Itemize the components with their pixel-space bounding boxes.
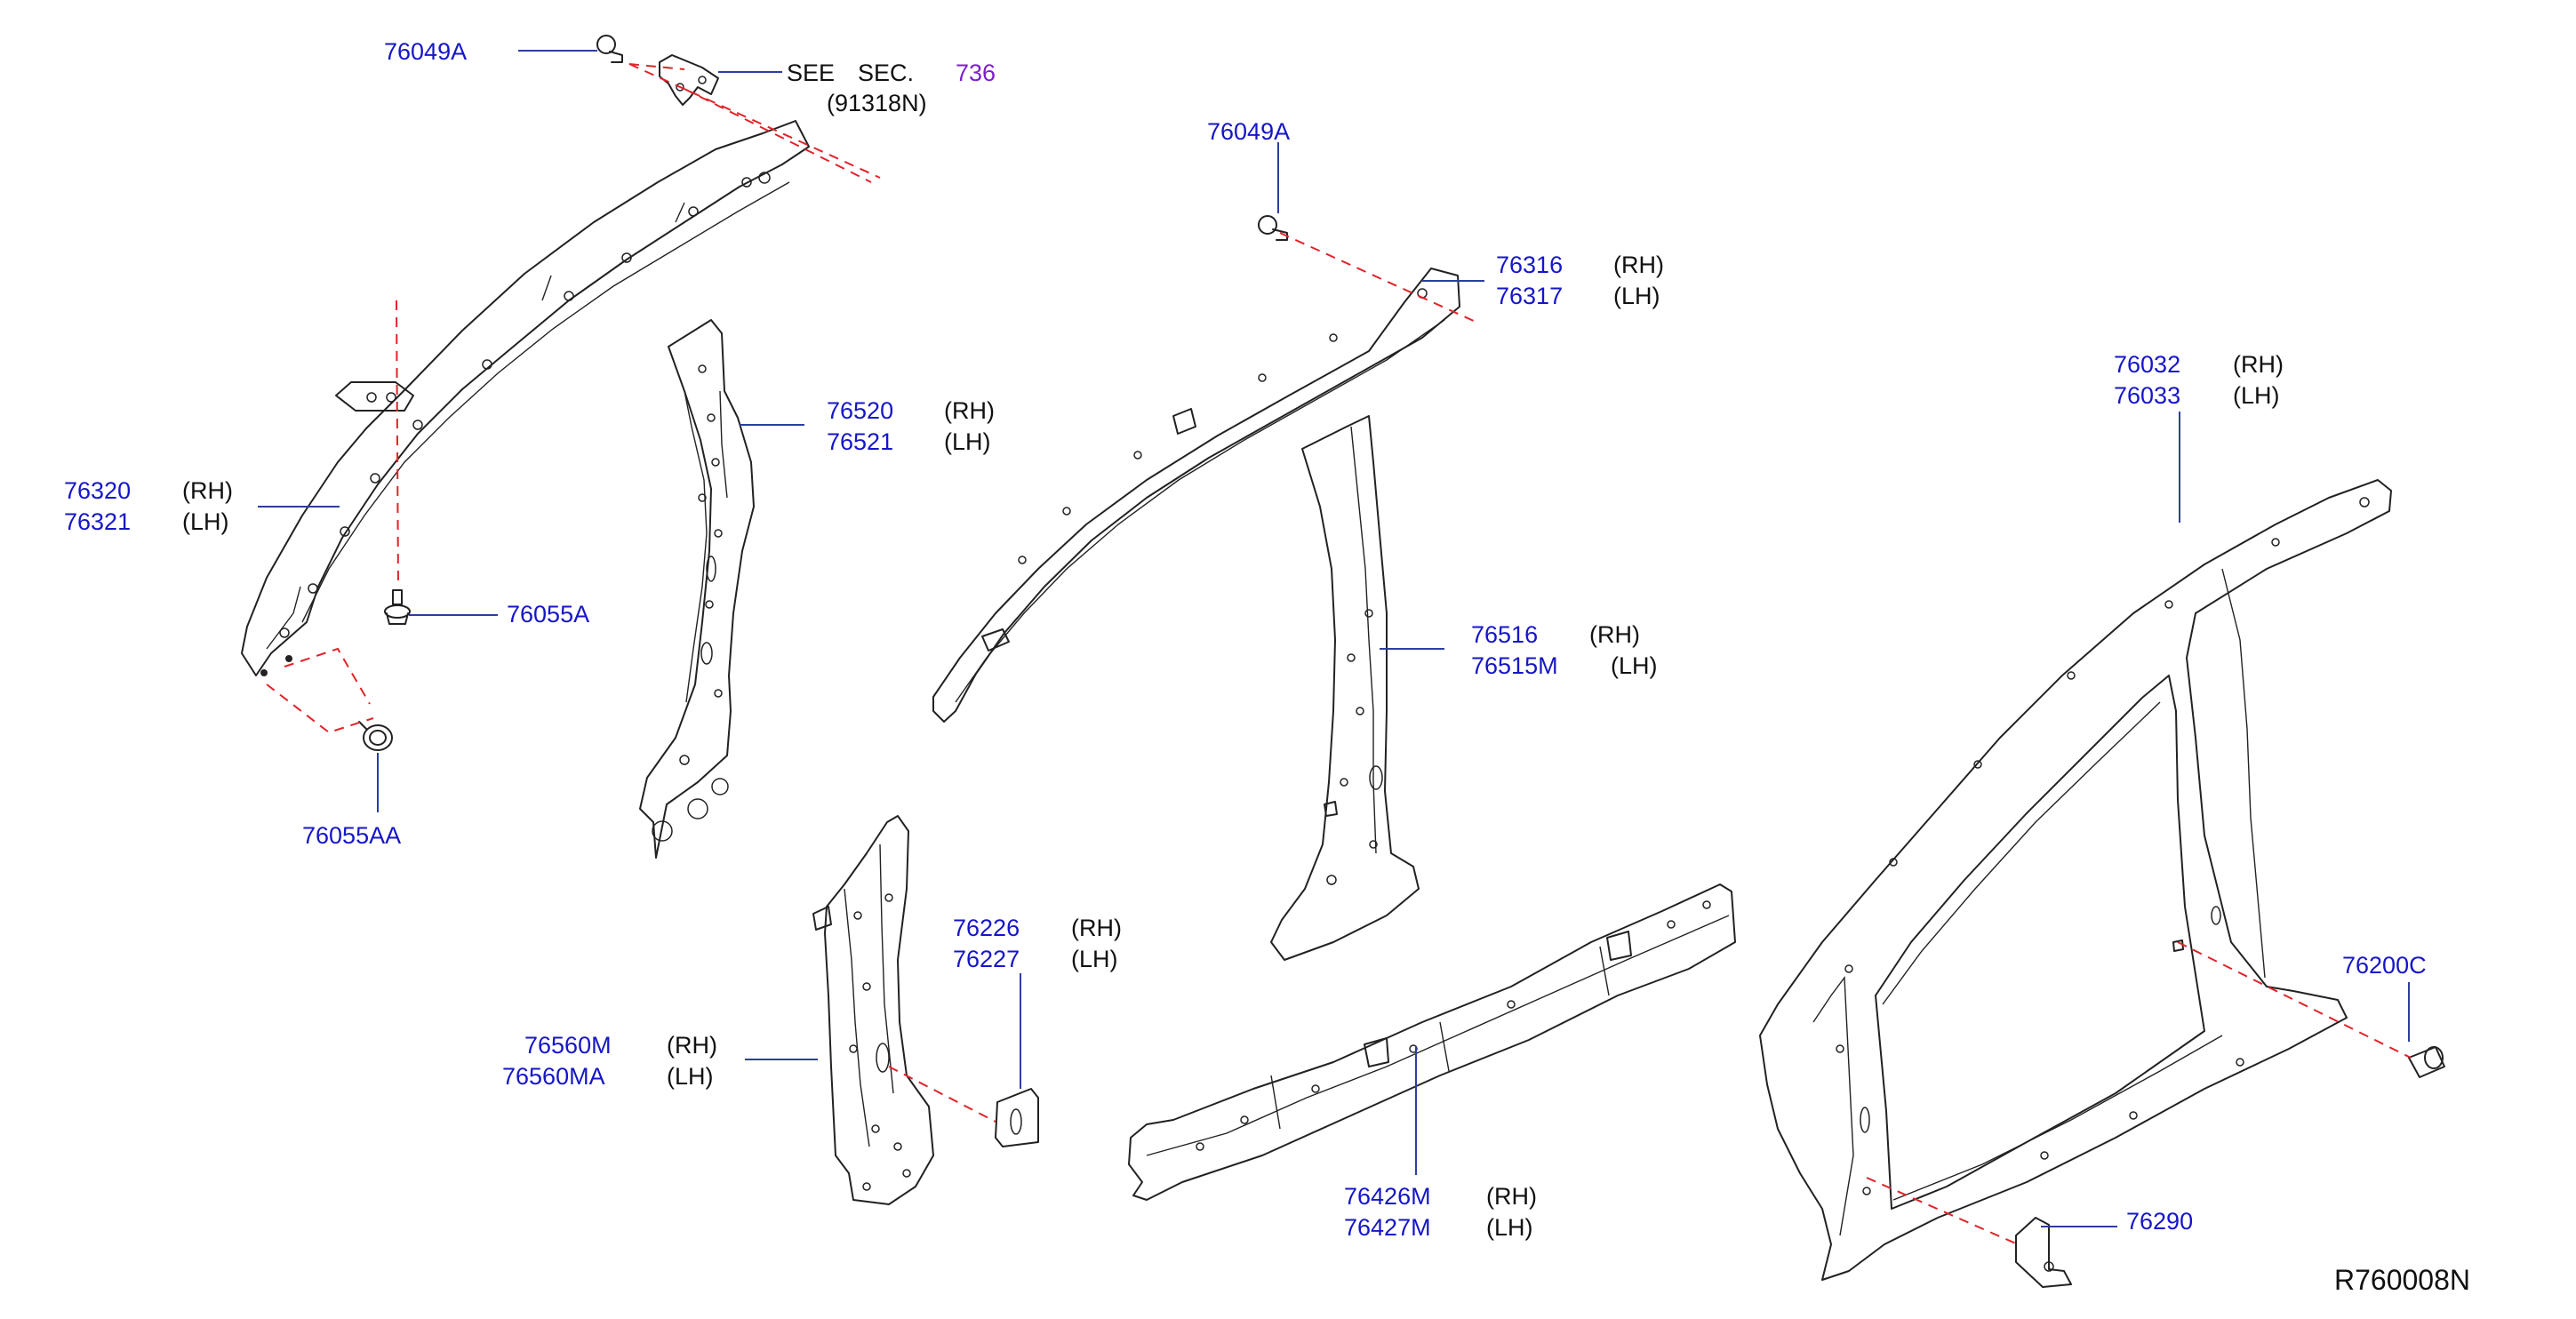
part-number-76055a[interactable]: 76055A — [507, 601, 590, 628]
part-number-76227[interactable]: 76227 — [953, 946, 1020, 972]
part-number-76560ma[interactable]: 76560MA — [502, 1063, 605, 1090]
part-number-76560m[interactable]: 76560M — [524, 1032, 612, 1059]
see-section-link[interactable]: 736 — [956, 60, 996, 86]
part-number-76317[interactable]: 76317 — [1496, 283, 1564, 309]
side-76520: (RH) — [944, 397, 995, 424]
see-section-sec: SEC. — [858, 60, 915, 86]
part-number-76032[interactable]: 76032 — [2114, 351, 2181, 378]
side-76227: (LH) — [1071, 946, 1118, 972]
bolt-76055aa-part — [358, 721, 393, 751]
side-76032: (RH) — [2233, 351, 2284, 378]
part-number-76055aa[interactable]: 76055AA — [302, 822, 402, 849]
part-number-76521[interactable]: 76521 — [827, 428, 894, 455]
side-76226: (RH) — [1071, 915, 1122, 941]
plug-76200c-part — [2408, 1046, 2445, 1078]
assembly-hidden-lines — [266, 63, 2412, 1245]
side-76516: (RH) — [1589, 621, 1640, 648]
part-number-76049a-top[interactable]: 76049A — [384, 38, 468, 65]
bracket-76290-part — [2015, 1217, 2072, 1288]
front-pillar-outer-part — [241, 120, 810, 676]
side-76426m: (RH) — [1486, 1183, 1537, 1210]
diagram-code: R760008N — [2334, 1264, 2470, 1296]
side-76560m: (RH) — [667, 1032, 717, 1059]
side-76316: (RH) — [1613, 252, 1664, 278]
hinge-pillar-part — [812, 815, 934, 1205]
side-76560ma: (LH) — [667, 1063, 714, 1090]
leader-lines — [258, 50, 2410, 1227]
clip-76049a-mid-part — [1258, 215, 1288, 241]
roof-side-rail-part — [932, 268, 1460, 723]
part-number-76321[interactable]: 76321 — [64, 508, 132, 535]
part-number-76290[interactable]: 76290 — [2126, 1208, 2194, 1235]
side-76521: (LH) — [944, 428, 991, 455]
part-number-76427m[interactable]: 76427M — [1344, 1214, 1431, 1241]
sill-inner-part — [1128, 883, 1736, 1201]
part-number-76316[interactable]: 76316 — [1496, 252, 1564, 278]
see-section-prefix: SEE — [787, 60, 836, 86]
body-side-outer-part — [1759, 479, 2392, 1281]
side-76317: (LH) — [1613, 283, 1660, 309]
part-number-76226[interactable]: 76226 — [953, 915, 1020, 941]
part-number-76515m[interactable]: 76515M — [1471, 652, 1558, 679]
part-number-76516[interactable]: 76516 — [1471, 621, 1539, 648]
part-number-76200c[interactable]: 76200C — [2342, 952, 2427, 979]
pillar-bracket-part — [659, 54, 719, 106]
part-number-76426m[interactable]: 76426M — [1344, 1183, 1431, 1210]
part-number-76520[interactable]: 76520 — [827, 397, 894, 424]
see-section-ref: (91318N) — [827, 90, 927, 116]
part-number-76033[interactable]: 76033 — [2114, 382, 2181, 409]
clip-76049a-top-part — [596, 35, 623, 63]
part-number-76049a-mid[interactable]: 76049A — [1207, 118, 1291, 145]
side-76321: (LH) — [182, 508, 229, 535]
side-76515m: (LH) — [1611, 652, 1658, 679]
side-76320: (RH) — [182, 477, 233, 504]
side-76033: (LH) — [2233, 382, 2280, 409]
reinforcement-76226-part — [995, 1088, 1039, 1147]
front-pillar-inner-part — [639, 319, 755, 859]
part-number-76320[interactable]: 76320 — [64, 477, 132, 504]
bolt-76055a-part — [384, 589, 411, 625]
center-pillar-inner-part — [1270, 415, 1420, 961]
side-76427m: (LH) — [1486, 1214, 1533, 1241]
